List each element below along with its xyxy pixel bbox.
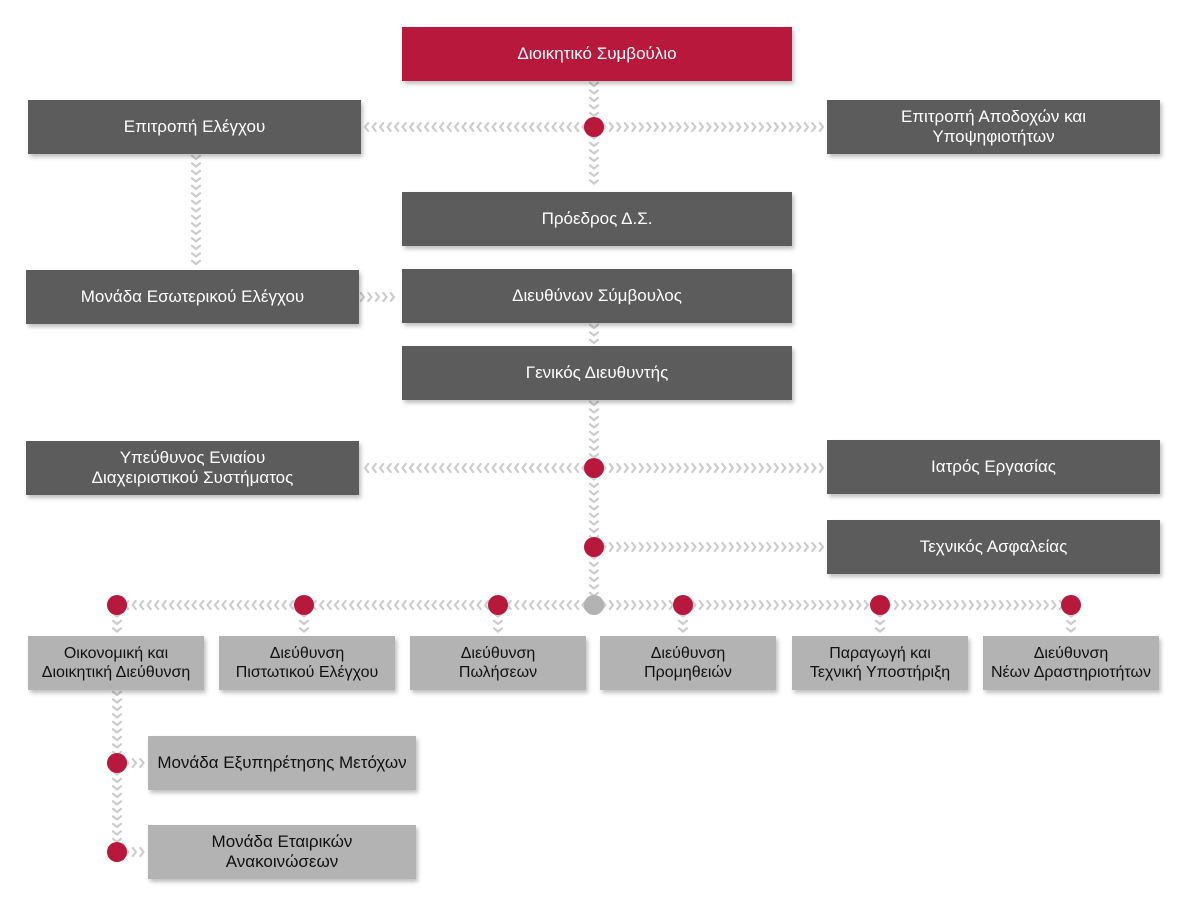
remuneration-committee-box: Επιτροπή Αποδοχών και Υποψηφιοτήτων [827, 100, 1160, 154]
shareholder-services-unit-box: Μονάδα Εξυπηρέτησης Μετόχων [148, 736, 416, 790]
occupational-doctor-box: Ιατρός Εργασίας [827, 440, 1160, 494]
connector-finance-to-shareholders [111, 690, 123, 757]
connector-internal-audit-to-ceo [359, 291, 396, 303]
general-manager-box: Γενικός Διευθυντής [402, 346, 792, 400]
connector-to-ims-manager [363, 462, 595, 474]
connector-departments-right [593, 599, 1065, 611]
junction-dot-dept-procurement [673, 595, 693, 615]
credit-control-department-box: Διεύθυνση Πιστωτικού Ελέγχου [219, 636, 395, 690]
internal-audit-unit-box: Μονάδα Εσωτερικού Ελέγχου [26, 270, 359, 324]
new-activities-department-box: Διεύθυνση Νέων Δραστηριοτήτων [983, 636, 1159, 690]
chairman-box: Πρόεδρος Δ.Σ. [402, 192, 792, 246]
ims-manager-box: Υπεύθυνος Ενιαίου Διαχειριστικού Συστήμα… [26, 441, 359, 495]
connector-audit-committee-to-internal-audit [190, 154, 202, 266]
audit-committee-box: Επιτροπή Ελέγχου [28, 100, 361, 154]
production-support-department-box: Παραγωγή και Τεχνική Υποστήριξη [792, 636, 968, 690]
junction-dot-safety [584, 537, 604, 557]
junction-dot-dept-production [870, 595, 890, 615]
junction-dot-committees [584, 117, 604, 137]
sales-department-box: Διεύθυνση Πωλήσεων [410, 636, 586, 690]
connector-to-audit-committee [363, 121, 595, 133]
junction-dot-announcements [107, 842, 127, 862]
finance-admin-department-box: Οικονομική και Διοικητική Διεύθυνση [28, 636, 204, 690]
junction-dot-departments [584, 595, 604, 615]
connector-to-occupational-doctor [593, 462, 825, 474]
junction-dot-dept-credit [294, 595, 314, 615]
board-of-directors-box: Διοικητικό Συμβούλιο [402, 27, 792, 81]
connector-board-to-committees [588, 81, 600, 125]
corporate-announcements-unit-box: Μονάδα Εταιρικών Ανακοινώσεων [148, 825, 416, 879]
junction-dot-dept-sales [488, 595, 508, 615]
connector-to-remuneration-committee [593, 121, 825, 133]
connector-staff-to-safety [588, 467, 600, 541]
connector-shareholders-to-announcements [111, 762, 123, 851]
connector-gm-to-staff [588, 400, 600, 467]
junction-dot-staff [584, 458, 604, 478]
junction-dot-dept-finance [107, 595, 127, 615]
junction-dot-dept-new-activities [1061, 595, 1081, 615]
junction-dot-shareholders [107, 753, 127, 773]
ceo-box: Διευθύνων Σύμβουλος [402, 269, 792, 323]
connector-to-safety-technician [593, 541, 825, 553]
connector-ceo-to-gm [588, 323, 600, 345]
connector-departments-left [123, 599, 595, 611]
safety-technician-box: Τεχνικός Ασφαλείας [827, 520, 1160, 574]
procurement-department-box: Διεύθυνση Προμηθειών [600, 636, 776, 690]
